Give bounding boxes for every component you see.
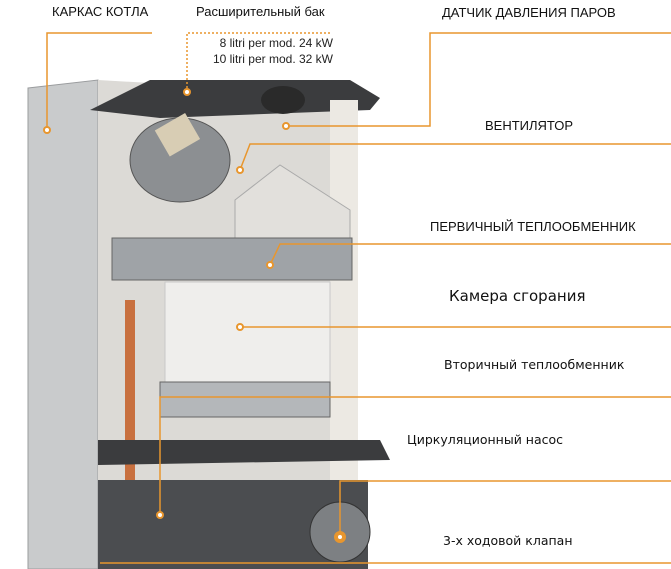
bottom-plate [98, 440, 390, 465]
label-combustion-chamber: Камера сгорания [449, 287, 586, 305]
leader-fan [239, 143, 671, 171]
boiler-right-strip [330, 100, 358, 480]
primary-exchanger [111, 237, 353, 281]
expansion-note-line-2: 10 litri per mod. 32 kW [212, 52, 333, 66]
leader-pump [339, 480, 671, 537]
leader-secondary [159, 396, 671, 515]
fan-motor [154, 113, 201, 157]
combustion-chamber [164, 281, 331, 383]
boiler-top-plate [90, 80, 380, 118]
label-circulation-pump: Циркуляционный насос [407, 432, 564, 447]
leader-pressure-sensor [286, 32, 671, 127]
expansion-tank-note: 8 litri per mod. 24 kW 10 litri per mod.… [213, 35, 333, 67]
label-three-way-valve: 3-х ходовой клапан [443, 533, 573, 548]
expansion-note-line-1: 8 litri per mod. 24 kW [219, 36, 333, 50]
leader-primary [269, 243, 671, 266]
flue-hood [234, 164, 351, 239]
label-pressure-sensor: ДАТЧИК ДАВЛЕНИЯ ПАРОВ [442, 5, 616, 20]
label-secondary-exchanger: Вторичный теплообменник [444, 357, 625, 372]
burner [159, 381, 331, 418]
leader-dots [43, 88, 344, 541]
label-primary-exchanger: ПЕРВИЧНЫЙ ТЕПЛООБМЕННИК [430, 219, 636, 234]
label-fan: ВЕНТИЛЯТОР [485, 118, 574, 133]
copper-pipe [125, 300, 135, 510]
boiler-frame-side [27, 79, 99, 569]
pressure-sensor [261, 86, 305, 114]
label-frame: КАРКАС КОТЛА [52, 4, 149, 19]
leader-lines [46, 32, 671, 564]
label-expansion-tank: Расширительный бак [196, 4, 325, 19]
leader-frame [46, 32, 152, 130]
